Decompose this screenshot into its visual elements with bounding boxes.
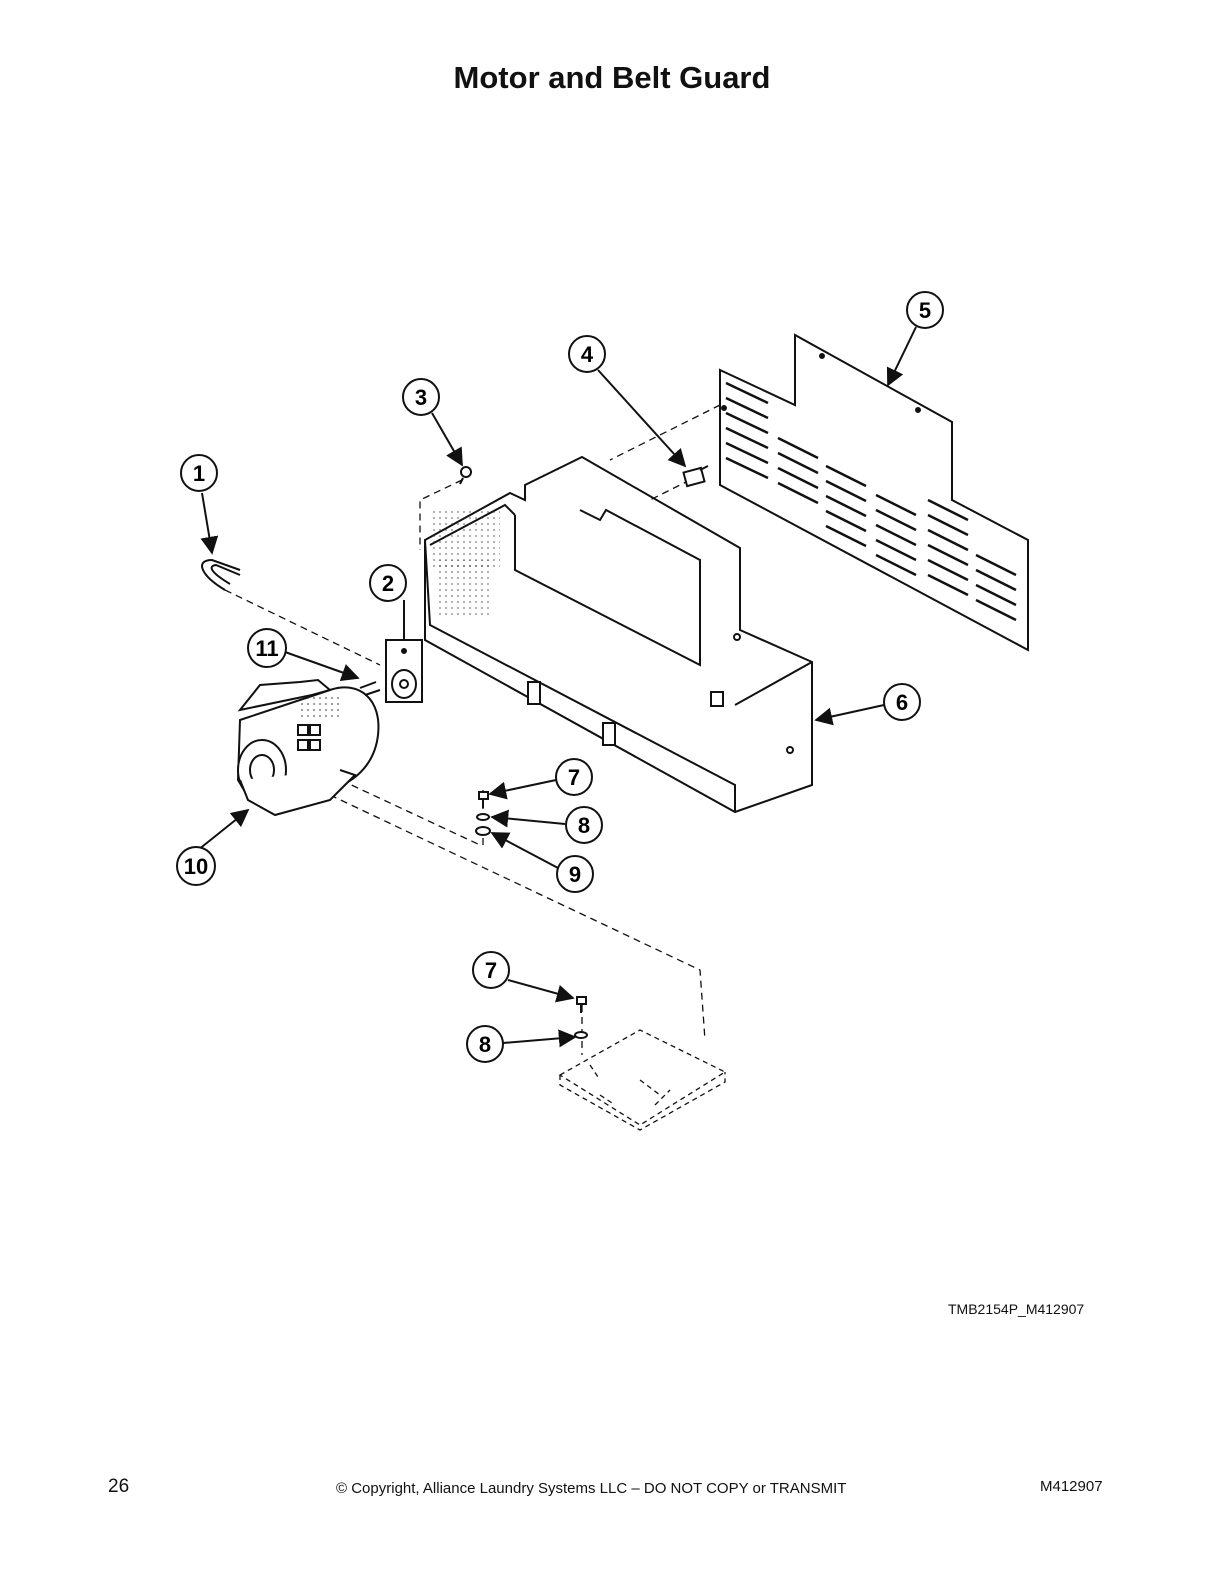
callout-9: 9 <box>556 855 594 893</box>
copyright-notice: © Copyright, Alliance Laundry Systems LL… <box>336 1480 847 1497</box>
callout-3: 3 <box>402 378 440 416</box>
callout-8-lower: 8 <box>466 1025 504 1063</box>
bolt-washer-group-upper <box>475 791 491 836</box>
base-plate <box>558 1029 727 1131</box>
svg-text:2: 2 <box>382 571 394 596</box>
callout-6: 6 <box>883 683 921 721</box>
callout-11: 11 <box>247 628 287 668</box>
svg-text:4: 4 <box>581 342 594 367</box>
rear-panel <box>719 333 1029 652</box>
page-number: 26 <box>108 1476 130 1497</box>
motor <box>236 678 381 817</box>
drawing-code: TMB2154P_M412907 <box>948 1301 1085 1317</box>
callout-5: 5 <box>906 291 944 329</box>
svg-text:9: 9 <box>569 862 581 887</box>
screw <box>459 466 472 485</box>
callout-1: 1 <box>180 454 218 492</box>
page-title: Motor and Belt Guard <box>453 60 771 95</box>
assembly-guide-lines <box>224 404 721 1055</box>
callout-10: 10 <box>176 846 216 886</box>
leader-arrows <box>197 326 917 1048</box>
svg-text:8: 8 <box>479 1032 491 1057</box>
bolt-washer-group-lower <box>574 996 588 1039</box>
callout-7-lower: 7 <box>472 951 510 989</box>
svg-text:7: 7 <box>568 765 580 790</box>
callout-4: 4 <box>568 335 606 373</box>
belt <box>201 558 241 591</box>
svg-text:6: 6 <box>896 690 908 715</box>
svg-text:1: 1 <box>193 461 205 486</box>
callout-8-upper: 8 <box>565 806 603 844</box>
svg-text:8: 8 <box>578 813 590 838</box>
callout-2: 2 <box>369 564 407 602</box>
svg-text:5: 5 <box>919 298 931 323</box>
pulley <box>385 639 423 703</box>
callout-7-upper: 7 <box>555 758 593 796</box>
belt-guard <box>424 455 813 814</box>
document-number: M412907 <box>1040 1478 1103 1495</box>
switch <box>682 465 709 488</box>
svg-text:3: 3 <box>415 385 427 410</box>
svg-text:10: 10 <box>184 854 208 879</box>
svg-text:11: 11 <box>255 636 278 661</box>
svg-text:7: 7 <box>485 958 497 983</box>
